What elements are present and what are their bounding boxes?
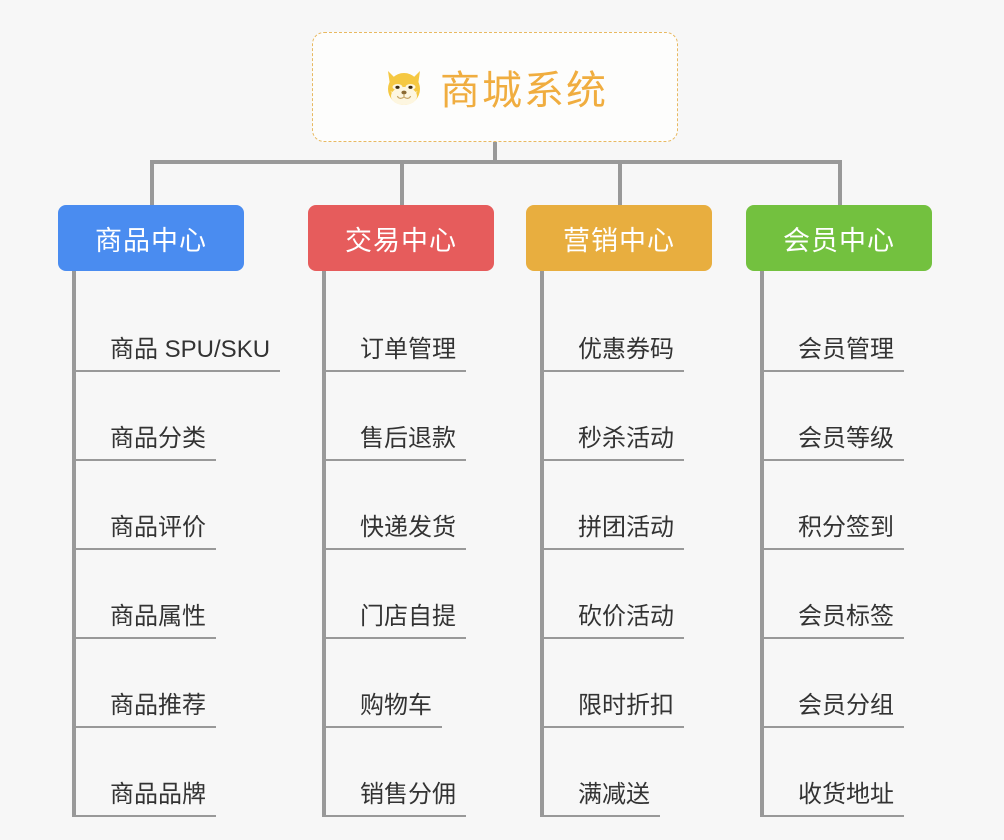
leaf-item[interactable]: 砍价活动 xyxy=(544,550,712,639)
leaf-label: 商品属性 xyxy=(76,604,216,639)
leaf-item[interactable]: 订单管理 xyxy=(326,283,494,372)
leaf-label: 订单管理 xyxy=(326,337,466,372)
leaf-label: 会员分组 xyxy=(764,693,904,728)
leaf-label: 门店自提 xyxy=(326,604,466,639)
branch-column-2: 交易中心 订单管理 售后退款 快递发货 门店自提 购物车 销售分佣 xyxy=(308,205,494,817)
leaf-label: 拼团活动 xyxy=(544,515,684,550)
root-node[interactable]: 商城系统 xyxy=(312,32,678,142)
branch-header-3[interactable]: 营销中心 xyxy=(526,205,712,271)
branch-header-1[interactable]: 商品中心 xyxy=(58,205,244,271)
leaf-label: 砍价活动 xyxy=(544,604,684,639)
leaf-label: 满减送 xyxy=(544,782,660,817)
leaf-label: 优惠券码 xyxy=(544,337,684,372)
leaf-item[interactable]: 商品评价 xyxy=(76,461,244,550)
leaf-item[interactable]: 会员标签 xyxy=(764,550,932,639)
branch-leaf-list-2: 订单管理 售后退款 快递发货 门店自提 购物车 销售分佣 xyxy=(322,271,494,817)
leaf-item[interactable]: 收货地址 xyxy=(764,728,932,817)
connector-horizontal-bus xyxy=(150,160,842,164)
connector-drop-1 xyxy=(150,160,154,207)
branch-leaf-list-3: 优惠券码 秒杀活动 拼团活动 砍价活动 限时折扣 满减送 xyxy=(540,271,712,817)
leaf-item[interactable]: 快递发货 xyxy=(326,461,494,550)
leaf-item[interactable]: 拼团活动 xyxy=(544,461,712,550)
leaf-label: 收货地址 xyxy=(764,782,904,817)
leaf-item[interactable]: 购物车 xyxy=(326,639,494,728)
branch-header-4[interactable]: 会员中心 xyxy=(746,205,932,271)
leaf-item[interactable]: 秒杀活动 xyxy=(544,372,712,461)
branch-leaf-list-1: 商品 SPU/SKU 商品分类 商品评价 商品属性 商品推荐 商品品牌 xyxy=(72,271,281,817)
leaf-item[interactable]: 商品 SPU/SKU xyxy=(76,283,281,372)
leaf-item[interactable]: 商品品牌 xyxy=(76,728,244,817)
leaf-label: 商品 SPU/SKU xyxy=(76,337,281,372)
leaf-item[interactable]: 商品分类 xyxy=(76,372,244,461)
leaf-item[interactable]: 销售分佣 xyxy=(326,728,494,817)
branch-column-4: 会员中心 会员管理 会员等级 积分签到 会员标签 会员分组 收货地址 xyxy=(746,205,932,817)
leaf-label: 购物车 xyxy=(326,693,442,728)
leaf-item[interactable]: 售后退款 xyxy=(326,372,494,461)
leaf-label: 商品品牌 xyxy=(76,782,216,817)
leaf-label: 会员标签 xyxy=(764,604,904,639)
shiba-dog-face-icon xyxy=(382,65,426,109)
leaf-item[interactable]: 会员分组 xyxy=(764,639,932,728)
leaf-label: 快递发货 xyxy=(326,515,466,550)
branch-leaf-list-4: 会员管理 会员等级 积分签到 会员标签 会员分组 收货地址 xyxy=(760,271,932,817)
root-title: 商城系统 xyxy=(440,69,608,113)
leaf-label: 售后退款 xyxy=(326,426,466,461)
branch-header-2[interactable]: 交易中心 xyxy=(308,205,494,271)
leaf-label: 销售分佣 xyxy=(326,782,466,817)
leaf-label: 会员管理 xyxy=(764,337,904,372)
leaf-item[interactable]: 门店自提 xyxy=(326,550,494,639)
leaf-item[interactable]: 商品推荐 xyxy=(76,639,244,728)
branch-label: 会员中心 xyxy=(783,225,895,256)
leaf-item[interactable]: 限时折扣 xyxy=(544,639,712,728)
leaf-label: 会员等级 xyxy=(764,426,904,461)
leaf-item[interactable]: 优惠券码 xyxy=(544,283,712,372)
leaf-label: 商品评价 xyxy=(76,515,216,550)
leaf-item[interactable]: 满减送 xyxy=(544,728,712,817)
leaf-label: 商品分类 xyxy=(76,426,216,461)
leaf-item[interactable]: 商品属性 xyxy=(76,550,244,639)
leaf-item[interactable]: 积分签到 xyxy=(764,461,932,550)
connector-root-stem xyxy=(493,142,497,162)
leaf-label: 积分签到 xyxy=(764,515,904,550)
leaf-label: 秒杀活动 xyxy=(544,426,684,461)
branch-label: 商品中心 xyxy=(95,225,207,256)
branch-label: 交易中心 xyxy=(345,225,457,256)
leaf-item[interactable]: 会员等级 xyxy=(764,372,932,461)
connector-drop-3 xyxy=(618,160,622,207)
branch-column-3: 营销中心 优惠券码 秒杀活动 拼团活动 砍价活动 限时折扣 满减送 xyxy=(526,205,712,817)
leaf-label: 商品推荐 xyxy=(76,693,216,728)
connector-drop-2 xyxy=(400,160,404,207)
branch-column-1: 商品中心 商品 SPU/SKU 商品分类 商品评价 商品属性 商品推荐 商品品牌 xyxy=(58,205,281,817)
leaf-item[interactable]: 会员管理 xyxy=(764,283,932,372)
branch-label: 营销中心 xyxy=(563,225,675,256)
leaf-label: 限时折扣 xyxy=(544,693,684,728)
connector-drop-4 xyxy=(838,160,842,207)
